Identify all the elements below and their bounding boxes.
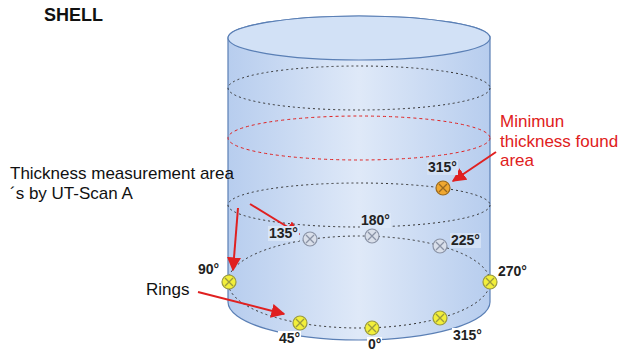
measure-marker xyxy=(433,239,447,253)
marker-circle xyxy=(483,275,497,289)
marker-cross xyxy=(306,235,314,243)
measure-marker xyxy=(222,275,236,289)
marker-circle xyxy=(433,311,447,325)
angle-label: 270° xyxy=(497,264,528,279)
marker-circle xyxy=(293,316,307,330)
measure-marker xyxy=(303,232,317,246)
marker-cross xyxy=(436,314,444,322)
measure-marker xyxy=(433,311,447,325)
marker-circle xyxy=(436,181,450,195)
marker-cross xyxy=(439,184,447,192)
marker-circle xyxy=(222,275,236,289)
ring-line xyxy=(228,236,490,328)
marker-cross xyxy=(368,232,376,240)
marker-cross xyxy=(225,278,233,286)
marker-circle xyxy=(433,239,447,253)
marker-cross xyxy=(436,242,444,250)
measure-marker xyxy=(365,321,379,335)
marker-circle xyxy=(365,229,379,243)
shell-top xyxy=(228,16,490,60)
angle-label: 0° xyxy=(367,337,382,352)
ring-line xyxy=(228,183,490,227)
marker-cross xyxy=(296,319,304,327)
measure-points xyxy=(222,181,497,335)
measure-marker xyxy=(436,181,450,195)
leader-arrow xyxy=(453,152,496,181)
shell-body xyxy=(228,16,490,340)
measure-marker xyxy=(293,316,307,330)
measure-marker xyxy=(483,275,497,289)
leader-arrow xyxy=(198,292,284,314)
angle-label: 315° xyxy=(452,328,483,343)
marker-circle xyxy=(303,232,317,246)
callout-label: Thickness measurement area´s by UT-Scan … xyxy=(10,164,242,203)
ring-line xyxy=(228,66,490,110)
callout-label: Rings xyxy=(146,280,189,300)
callout-label: Minimun thickness found area xyxy=(500,112,628,171)
angle-label: 180° xyxy=(360,213,391,228)
angle-label: 135° xyxy=(268,226,299,241)
angle-label: 45° xyxy=(278,331,301,346)
angle-label: 315° xyxy=(427,160,458,175)
leader-arrow xyxy=(233,208,238,270)
measure-marker xyxy=(365,229,379,243)
marker-cross xyxy=(368,324,376,332)
min-ring-line xyxy=(228,116,490,160)
angle-label: 90° xyxy=(197,262,220,277)
marker-circle xyxy=(365,321,379,335)
angle-label: 225° xyxy=(450,233,481,248)
marker-cross xyxy=(486,278,494,286)
title: SHELL xyxy=(44,5,103,26)
